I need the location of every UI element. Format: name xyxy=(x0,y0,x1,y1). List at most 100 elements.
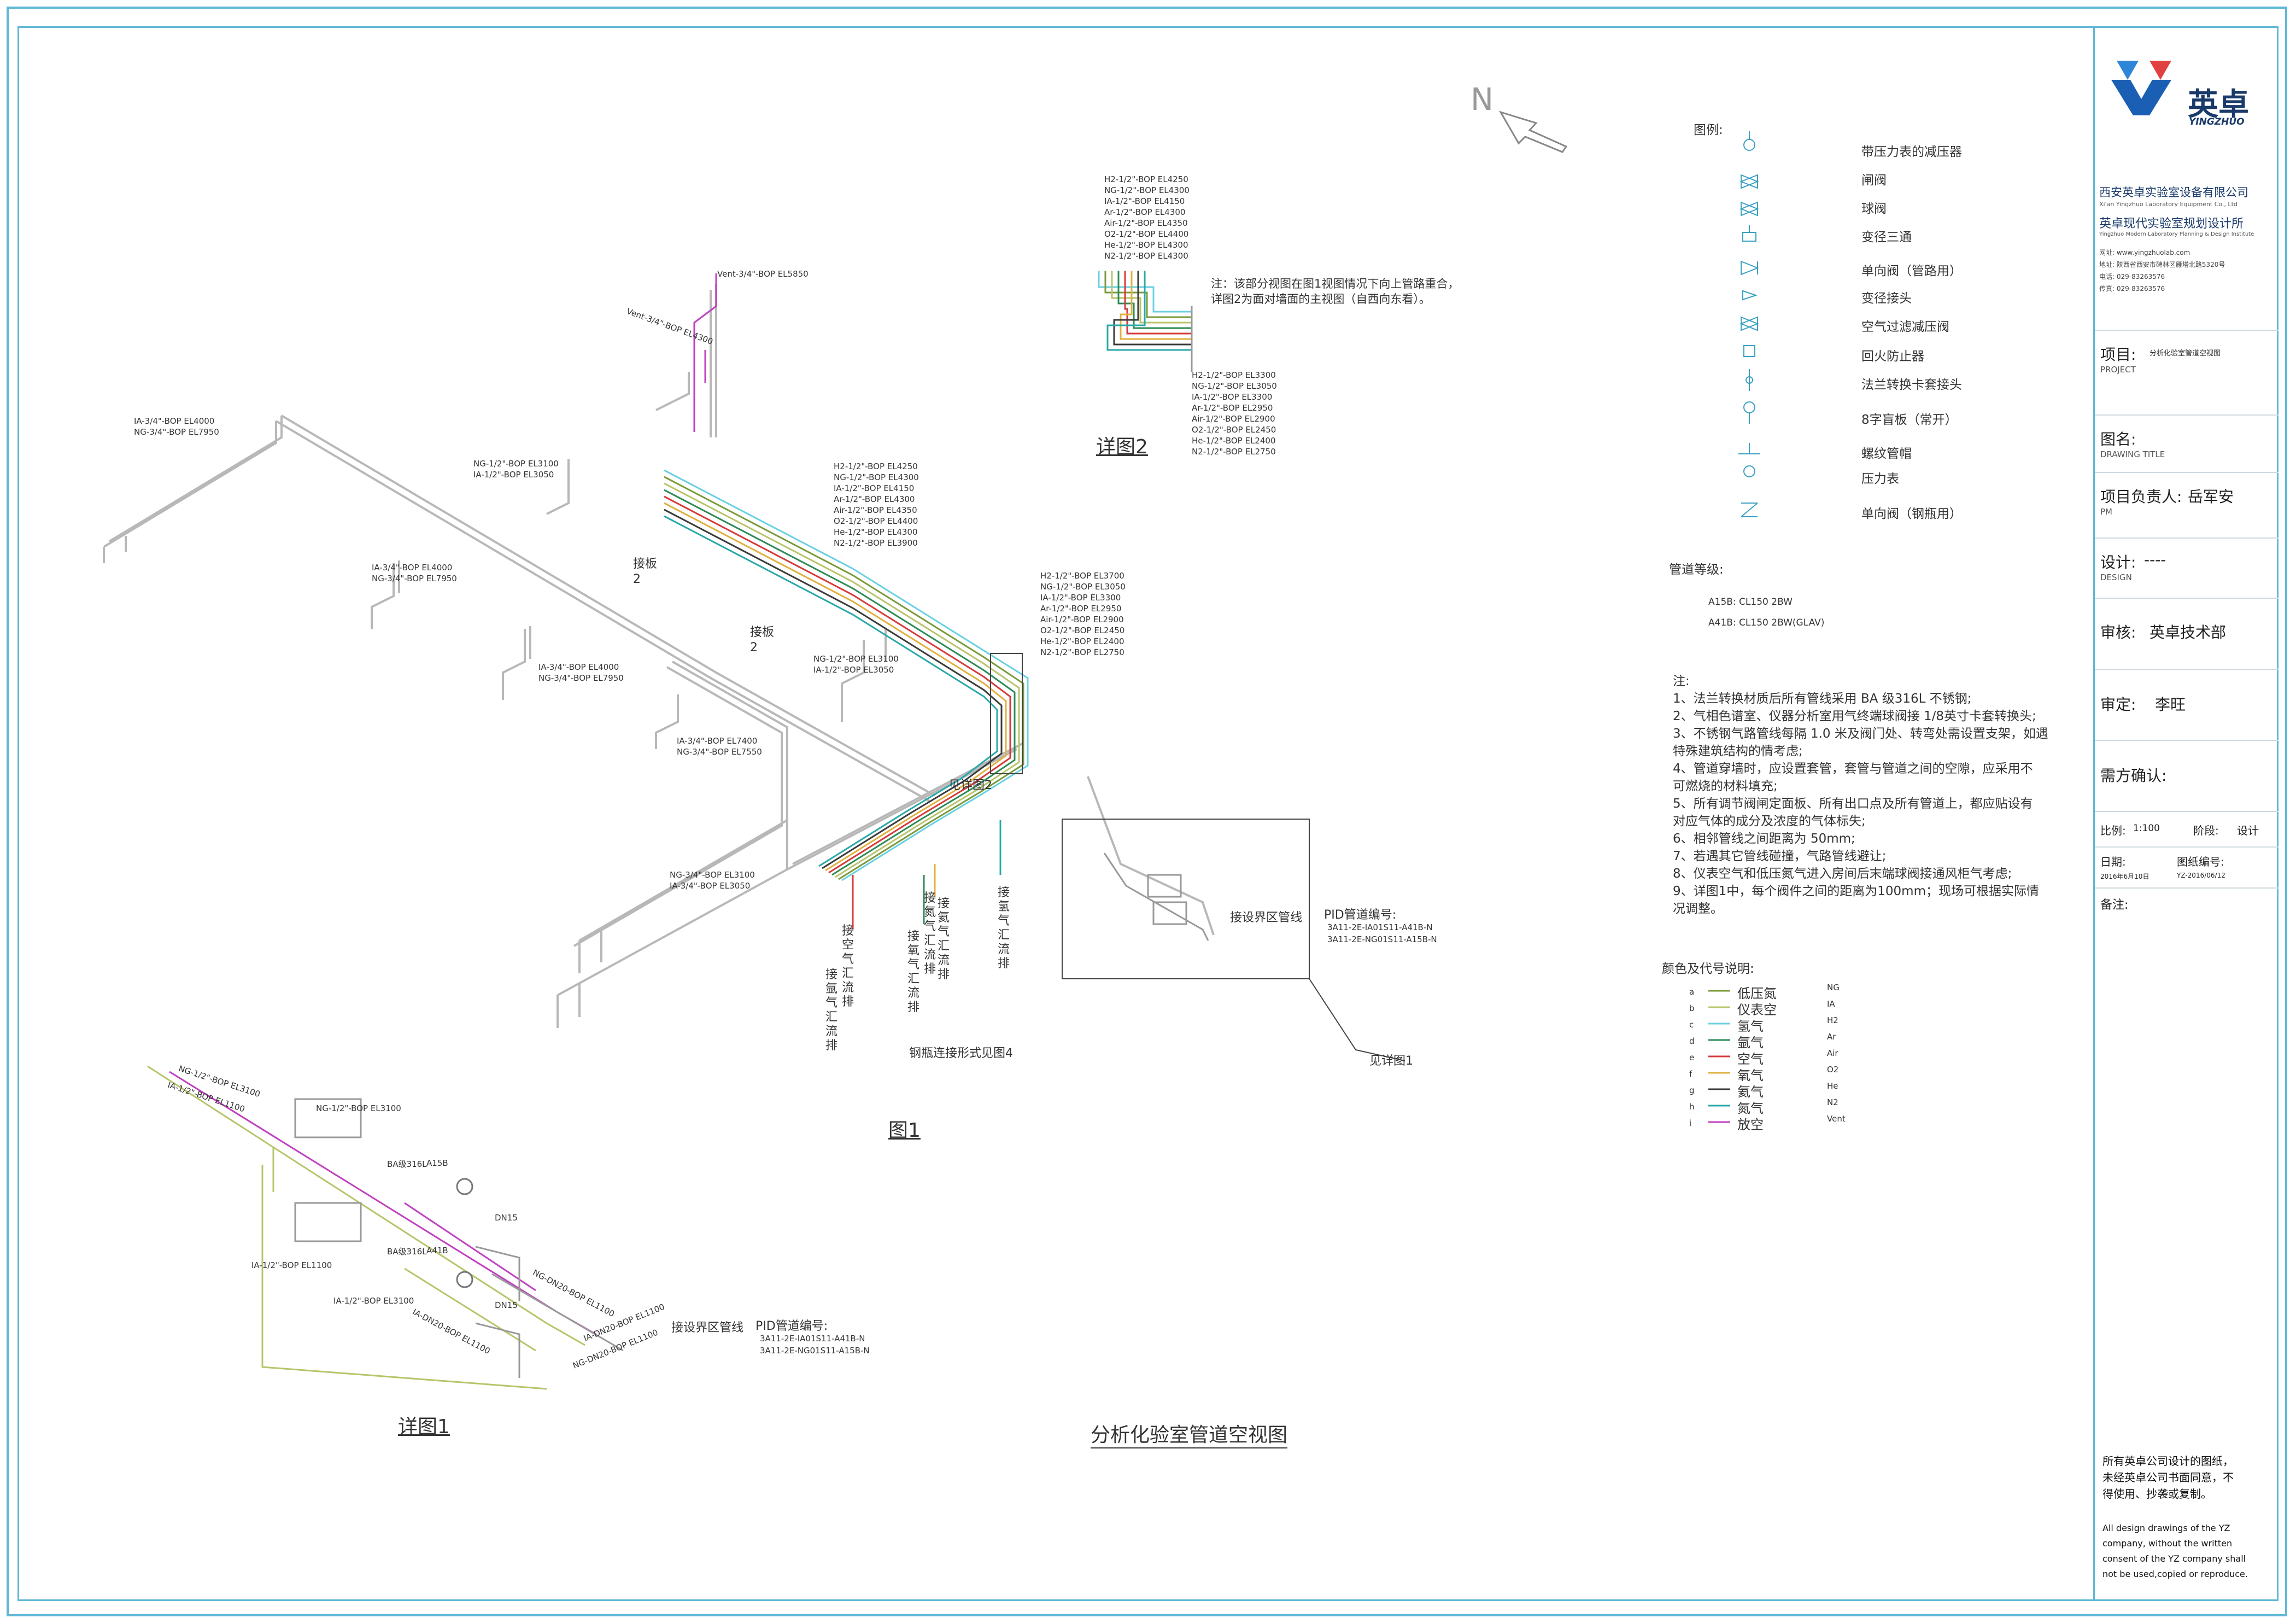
note-line: 9、详图1中，每个阀件之间的距离为100mm；现场可根据实际情 xyxy=(1673,884,2039,898)
approve-row: 审定: 李旺 xyxy=(2095,669,2279,740)
legend-item: 单向阀（钢瓶用） xyxy=(1861,507,1962,521)
pipe-grade-lines: A15B: CL150 2BW A41B: CL150 2BW(GLAV) xyxy=(1708,592,1824,633)
title-block: 英卓 YINGZHUO 西安英卓实验室设备有限公司 Xi'an Yingzhuo… xyxy=(2095,26,2279,1601)
legend-item: 闸阀 xyxy=(1861,173,1887,188)
pipe-tag: NG-1/2"-BOP EL3100 xyxy=(813,654,899,664)
project-row: 项目: PROJECT 分析化验室管道空视图 xyxy=(2095,330,2279,414)
detail1-tag-j: DN15 xyxy=(495,1213,518,1223)
bundle-label: Ar-1/2"-BOP EL4300 xyxy=(834,494,915,504)
bundle-label: NG-1/2"-BOP EL4300 xyxy=(834,472,919,482)
pipe-tag: IA-3/4"-BOP EL7400 xyxy=(677,736,758,746)
detail2-top-label: IA-1/2"-BOP EL4150 xyxy=(1104,196,1185,206)
see-detail2-label: 见详图2 xyxy=(948,779,992,792)
color-code-abbr: O2 xyxy=(1827,1065,1839,1074)
connect-plate-label: 接板 xyxy=(633,557,658,571)
notes-block: 注: 1、法兰转换材质后所有管线采用 BA 级316L 不锈钢; 2、气相色谱室… xyxy=(1673,673,2048,918)
color-code-abbr: H2 xyxy=(1827,1015,1838,1025)
notes-heading: 注: xyxy=(1673,674,1690,688)
copyright-en-line: consent of the YZ company shall xyxy=(2102,1553,2246,1564)
confirm-label: 需方确认: xyxy=(2100,767,2167,785)
bundle-label: N2-1/2"-BOP EL3900 xyxy=(834,538,918,548)
legend-item: 空气过滤减压阀 xyxy=(1861,320,1949,334)
color-code-name: 仪表空 xyxy=(1737,1002,1777,1018)
bundle-label: Air-1/2"-BOP EL4350 xyxy=(834,505,917,515)
legend-item: 压力表 xyxy=(1861,472,1899,486)
detail1-tag-g: A15B xyxy=(426,1158,448,1168)
address-text: 地址: 陕西省西安市碑林区雁塔北路5320号 xyxy=(2099,261,2225,268)
copyright-en-line: company, without the written xyxy=(2102,1538,2233,1549)
copyright-cn-line: 得使用、抄袭或复制。 xyxy=(2102,1487,2212,1500)
confirm-row: 需方确认: xyxy=(2095,740,2279,811)
color-code-key: i xyxy=(1689,1118,1692,1128)
detail2-bottom-label: H2-1/2"-BOP EL3300 xyxy=(1192,370,1276,380)
note-line: 4、管道穿墙时，应设置套管，套管与管道之间的空隙，应采用不 xyxy=(1673,762,2033,776)
color-code-abbr: Ar xyxy=(1827,1032,1836,1042)
fig1-gas-bundle xyxy=(664,273,1029,930)
detail2-bottom-labels: H2-1/2"-BOP EL3300 NG-1/2"-BOP EL3050 IA… xyxy=(1192,370,1277,457)
color-code-key: g xyxy=(1689,1085,1695,1095)
tag-group-7: NG-3/4"-BOP EL3100 IA-3/4"-BOP EL3050 xyxy=(670,869,755,891)
drawing-title-en: DRAWING TITLE xyxy=(2100,449,2165,459)
pipe-tag: IA-3/4"-BOP EL4000 xyxy=(372,563,453,573)
project-en: PROJECT xyxy=(2100,365,2136,375)
copyright-en: All design drawings of the YZ company, w… xyxy=(2102,1521,2248,1582)
legend-item: 单向阀（管路用） xyxy=(1861,264,1962,278)
detail2-bottom-label: Ar-1/2"-BOP EL2950 xyxy=(1192,403,1273,413)
note-line: 2、气相色谱室、仪器分析室用气终端球阀接 1/8英寸卡套转换头; xyxy=(1673,709,2036,723)
detail2-bottom-label: IA-1/2"-BOP EL3300 xyxy=(1192,392,1273,402)
copyright-cn-line: 所有英卓公司设计的图纸， xyxy=(2102,1454,2234,1468)
detail2-top-labels: H2-1/2"-BOP EL4250 NG-1/2"-BOP EL4300 IA… xyxy=(1104,174,1190,261)
yz-logo-icon xyxy=(2111,61,2171,115)
color-code-name: 氮气 xyxy=(1737,1101,1764,1116)
outer-frame xyxy=(7,7,2287,1616)
color-code-abbr: NG xyxy=(1827,983,1840,992)
legend-item: 带压力表的减压器 xyxy=(1861,145,1962,159)
color-code-heading: 颜色及代号说明: xyxy=(1662,962,1754,976)
detail2-caption: 详图2 xyxy=(1096,436,1148,458)
design-label: 设计: xyxy=(2100,553,2136,571)
review-value: 英卓技术部 xyxy=(2149,623,2227,641)
drawing-no-label: 图纸编号: xyxy=(2177,855,2224,868)
tag-group-3: IA-3/4"-BOP EL4000 NG-3/4"-BOP EL7950 xyxy=(372,562,457,584)
review-row: 审核: 英卓技术部 xyxy=(2095,598,2279,669)
color-code-abbr: Air xyxy=(1827,1048,1838,1058)
detail1-tag-k: DN15 xyxy=(495,1300,518,1310)
bundle-label: O2-1/2"-BOP EL2450 xyxy=(1040,626,1125,635)
detail2-bottom-label: O2-1/2"-BOP EL2450 xyxy=(1192,425,1276,435)
detail1-pid-lines: 3A11-2E-IA01S11-A41B-N 3A11-2E-NG01S11-A… xyxy=(760,1333,870,1357)
connect-plate-num: 2 xyxy=(633,573,641,586)
detail2-top-label: He-1/2"-BOP EL4300 xyxy=(1104,240,1188,250)
copyright-cn: 所有英卓公司设计的图纸， 未经英卓公司书面同意，不 得使用、抄袭或复制。 xyxy=(2102,1453,2234,1502)
bundle-label: He-1/2"-BOP EL2400 xyxy=(1040,636,1124,646)
color-code-swatches xyxy=(1708,990,1730,1123)
fig1-pipe-network xyxy=(103,284,1215,1028)
legend-item: 法兰转换卡套接头 xyxy=(1861,378,1962,392)
design-row: 设计: ---- DESIGN xyxy=(2095,538,2279,598)
tag-group-2: NG-1/2"-BOP EL3100 IA-1/2"-BOP EL3050 xyxy=(473,458,559,480)
detail1-pid-heading: PID管道编号: xyxy=(755,1319,828,1333)
date-label: 日期: xyxy=(2100,855,2126,868)
scale-row: 比例: 1:100 阶段: 设计 xyxy=(2095,811,2279,846)
bundle-label: IA-1/2"-BOP EL3300 xyxy=(1040,593,1121,603)
pipe-tag: IA-1/2"-BOP EL3050 xyxy=(473,470,554,480)
legend-item: 回火防止器 xyxy=(1861,349,1924,364)
detail2-top-label: O2-1/2"-BOP EL4400 xyxy=(1104,229,1189,239)
pid-line: 3A11-2E-NG01S11-A15B-N xyxy=(760,1346,870,1356)
scale-value: 1:100 xyxy=(2133,823,2160,834)
bundle-label: NG-1/2"-BOP EL3050 xyxy=(1040,582,1126,592)
remark-label: 备注: xyxy=(2100,898,2129,912)
color-code-name: 氩气 xyxy=(1737,1035,1764,1050)
pipe-grade-line: A41B: CL150 2BW(GLAV) xyxy=(1708,617,1825,628)
institute-name-en: Yingzhuo Modern Laboratory Planning & De… xyxy=(2099,231,2254,237)
fax-text: 传真: 029-83263576 xyxy=(2099,285,2165,293)
fig1-caption: 图1 xyxy=(888,1119,921,1142)
tag-group-5: NG-1/2"-BOP EL3100 IA-1/2"-BOP EL3050 xyxy=(813,653,899,675)
color-code-key: d xyxy=(1689,1036,1695,1046)
connect-boundary-label: 接设界区管线 xyxy=(1230,911,1303,925)
bundle-label: Air-1/2"-BOP EL2900 xyxy=(1040,615,1124,624)
vertical-label-h2: 接氢气汇流排 xyxy=(998,886,1010,971)
pipe-tag: NG-3/4"-BOP EL7950 xyxy=(134,427,219,437)
note-line: 7、若遇其它管线碰撞，气路管线避让; xyxy=(1673,849,1887,863)
